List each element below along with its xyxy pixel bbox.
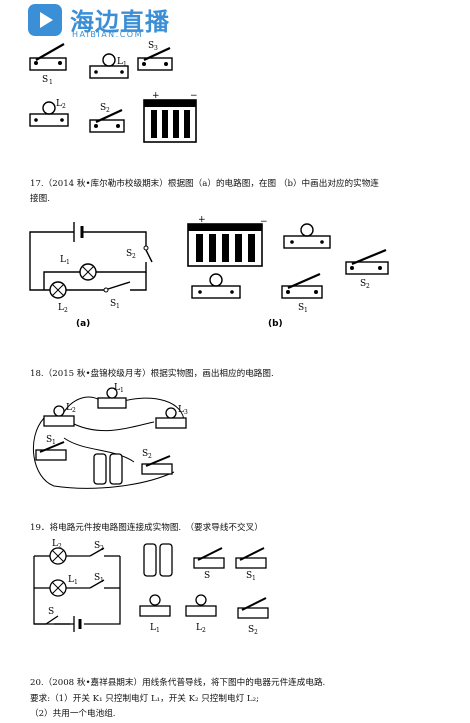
bulb-l1 xyxy=(139,594,171,617)
battery-pack xyxy=(143,99,197,143)
q20-line2: 要求:（1）开关 K₁ 只控制电灯 L₁，开关 K₂ 只控制电灯 L₂; xyxy=(30,694,259,704)
figure-components-top: S 1 L 1 S 3 L 2 S 2 + − xyxy=(29,41,198,143)
label-sub: 2 xyxy=(366,283,370,290)
label-l: L xyxy=(58,303,64,313)
label-s: S xyxy=(246,571,252,581)
label-l: L xyxy=(60,255,66,265)
switch-s xyxy=(193,547,225,569)
switch-s2 xyxy=(237,597,269,619)
label-s: S xyxy=(48,607,54,617)
label-sub: 2 xyxy=(62,103,66,110)
label-l: L xyxy=(52,539,58,549)
bulb-l2 xyxy=(43,405,75,427)
label-sub: 1 xyxy=(100,577,104,584)
q20-line3: （2）共用一个电池组. xyxy=(30,709,116,719)
switch-s1 xyxy=(29,43,67,71)
q17-line1: 17.（2014 秋•库尔勒市校级期末）根据图（a）的电路图，在图 （b）中画出… xyxy=(30,179,379,189)
label-sub: 2 xyxy=(106,107,110,114)
label-s: S xyxy=(148,41,154,51)
label-s: S xyxy=(110,299,116,309)
label-l: L xyxy=(68,575,74,585)
label-sub: 1 xyxy=(123,61,127,68)
label-s: S xyxy=(360,279,366,289)
switch-s2 xyxy=(89,109,125,133)
label-plus: + xyxy=(198,215,206,225)
label-minus: − xyxy=(260,217,268,227)
logo-name: 海边直播 xyxy=(70,8,170,36)
label-sub: 1 xyxy=(120,387,124,394)
switch-s2 xyxy=(141,455,173,475)
label-sub: 2 xyxy=(254,629,258,636)
switch-s2 xyxy=(345,248,389,275)
label-s: S xyxy=(46,435,52,445)
label-s: S xyxy=(142,449,148,459)
label-s: S xyxy=(126,249,132,259)
label-sub: 3 xyxy=(184,409,188,416)
switch-s1 xyxy=(35,441,67,461)
label-sub: 3 xyxy=(154,45,158,52)
label-sub: 1 xyxy=(74,579,78,586)
q19-components: S S 1 L 1 L 2 S 2 xyxy=(139,543,269,636)
label-sub: 1 xyxy=(304,307,308,314)
site-logo: 海边直播 HAIBIAN.COM xyxy=(28,2,208,42)
label-sub: 1 xyxy=(156,627,160,634)
label-s: S xyxy=(100,103,106,113)
label-s: S xyxy=(204,571,210,581)
label-sub: 2 xyxy=(72,407,76,414)
label-sub: 1 xyxy=(49,79,53,86)
logo-domain: HAIBIAN.COM xyxy=(72,30,143,39)
bulb-l3 xyxy=(155,407,187,429)
label-sub: 1 xyxy=(52,439,56,446)
label-plus: + xyxy=(152,91,160,101)
label-l: L xyxy=(178,405,184,415)
switch-s1 xyxy=(281,272,323,299)
bulb-l2 xyxy=(29,101,69,127)
battery-cells xyxy=(93,453,123,485)
label-l: L xyxy=(66,403,72,413)
label-sub: 1 xyxy=(116,303,120,310)
q17-figure-a: L 1 S 2 L 2 S 1 (a) xyxy=(29,222,153,329)
bulb-l1 xyxy=(89,53,129,79)
switch-s1 xyxy=(235,547,267,569)
label-l: L xyxy=(150,623,156,633)
bulb-l1 xyxy=(97,387,127,409)
q19-line1: 19．将电路元件按电路图连接成实物图. （要求导线不交叉） xyxy=(30,523,263,533)
caption-a: (a) xyxy=(76,319,90,329)
label-l: L xyxy=(56,99,62,109)
label-sub: 1 xyxy=(66,259,70,266)
label-sub: 2 xyxy=(64,307,68,314)
label-s: S xyxy=(94,573,100,583)
q17-figure-b: + − S 1 S 2 (b) xyxy=(187,215,389,329)
label-l: L xyxy=(114,383,120,393)
q20-line1: 20.（2008 秋•嘉祥县期末）用线条代普导线，将下图中的电器元件连成电路. xyxy=(30,678,326,688)
label-s: S xyxy=(42,75,48,85)
label-l: L xyxy=(117,57,123,67)
label-minus: − xyxy=(190,91,198,101)
label-s: S xyxy=(248,625,254,635)
label-sub: 2 xyxy=(132,253,136,260)
q18-line1: 18.（2015 秋•盘锦校级月考）根据实物图，画出相应的电路图. xyxy=(30,369,274,379)
label-sub: 2 xyxy=(202,627,206,634)
label-s: S xyxy=(298,303,304,313)
play-icon xyxy=(28,4,62,36)
q18-figure: L 1 L 2 L 3 S 1 S 2 xyxy=(32,383,188,489)
bulb xyxy=(283,223,331,249)
bulb xyxy=(191,273,241,299)
bulb-l2 xyxy=(185,594,217,617)
caption-b: (b) xyxy=(268,319,283,329)
label-sub: 1 xyxy=(252,575,256,582)
q17-line2: 接图. xyxy=(30,194,50,204)
label-sub: 2 xyxy=(100,545,104,552)
battery-pack xyxy=(187,223,263,267)
switch-s3 xyxy=(137,47,173,71)
label-l: L xyxy=(196,623,202,633)
label-sub: 2 xyxy=(58,543,62,550)
label-sub: 2 xyxy=(148,453,152,460)
label-s: S xyxy=(94,541,100,551)
q19-circuit-diagram: L 2 S 2 L 1 S 1 S xyxy=(33,539,121,632)
